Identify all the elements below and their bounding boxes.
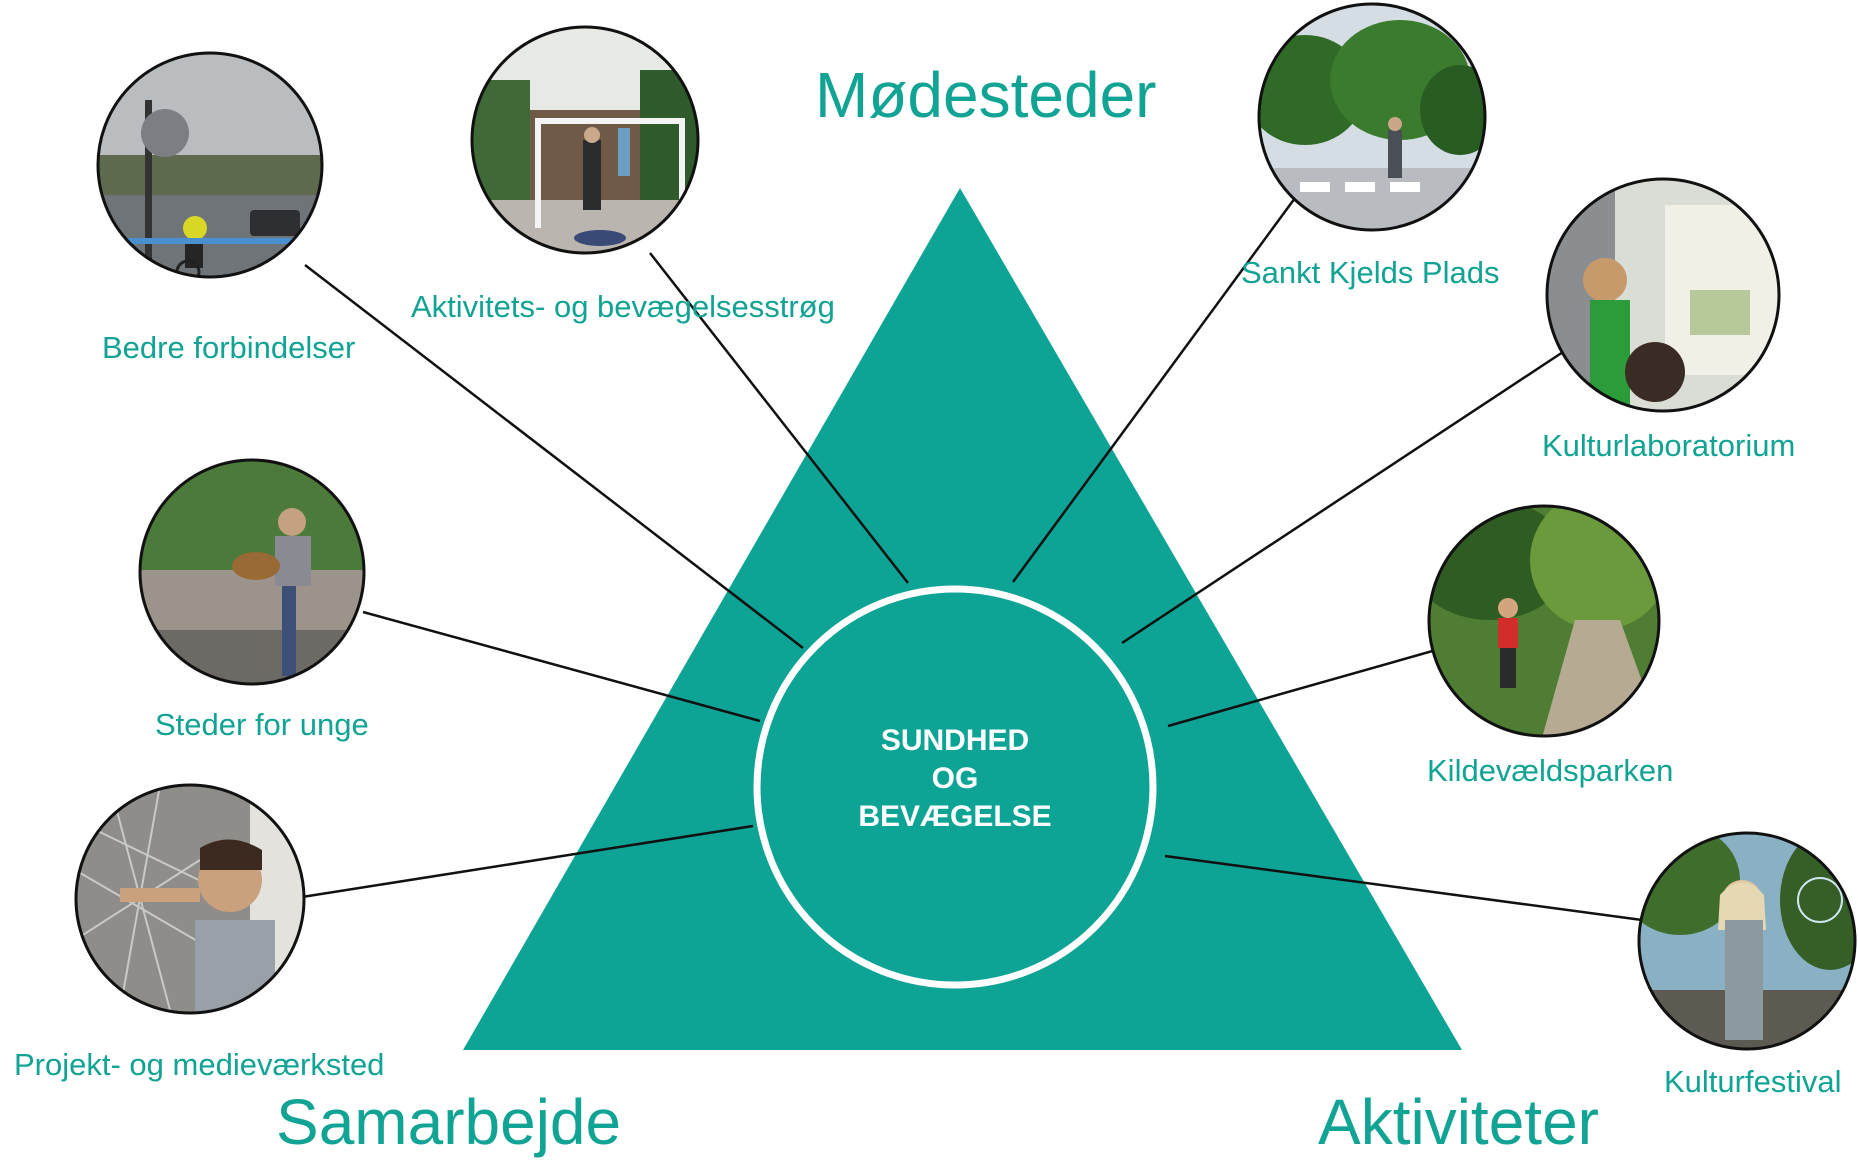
center-line-3: BEVÆGELSE: [858, 800, 1052, 833]
connector-kildevaeldsparken: [1167, 648, 1437, 728]
node-label-kulturfestival: Kulturfestival: [1664, 1064, 1842, 1099]
corner-label-bottom-right: Aktiviteter: [1318, 1086, 1599, 1158]
connector-sankt-kjelds: [1011, 197, 1297, 583]
photo-circle-projekt: [74, 783, 306, 1015]
connector-kulturfestival: [1164, 854, 1643, 922]
node-label-aktivitets: Aktivitets- og bevægelsesstrøg: [411, 289, 835, 324]
center-line-2: OG: [931, 762, 979, 795]
center-circle: [753, 585, 1157, 989]
photo-circle-aktivitets: [470, 25, 700, 255]
photo-circle-sankt-kjelds: [1257, 2, 1487, 232]
node-label-bedre-forbindelser: Bedre forbindelser: [102, 330, 356, 365]
photo-circle-steder-for-unge: [138, 458, 366, 686]
connector-lines: [301, 197, 1643, 922]
node-label-sankt-kjelds: Sankt Kjelds Plads: [1241, 255, 1500, 290]
photo-circle-bedre-forbindelser: [96, 51, 324, 279]
photo-circle-kildevaeldsparken: [1427, 504, 1661, 738]
photo-circle-kulturlaboratorium: [1545, 177, 1781, 413]
center-line-1: SUNDHED: [880, 724, 1030, 757]
photo-circle-kulturfestival: [1637, 831, 1857, 1051]
node-label-steder-for-unge: Steder for unge: [155, 707, 369, 742]
connector-aktivitets: [649, 252, 909, 584]
node-label-kildevaeldsparken: Kildevældsparken: [1427, 753, 1674, 788]
connector-projekt: [301, 824, 754, 899]
connector-kulturlaboratorium: [1121, 348, 1567, 645]
corner-label-bottom-left: Samarbejde: [276, 1086, 622, 1158]
connector-bedre-forbindelser: [304, 264, 804, 649]
connector-steder-for-unge: [362, 610, 761, 723]
corner-label-top: Mødesteder: [815, 59, 1157, 131]
node-label-kulturlaboratorium: Kulturlaboratorium: [1542, 428, 1796, 463]
center-title: SUNDHED OG BEVÆGELSE: [760, 722, 1150, 836]
node-label-projekt: Projekt- og medieværksted: [14, 1047, 385, 1082]
